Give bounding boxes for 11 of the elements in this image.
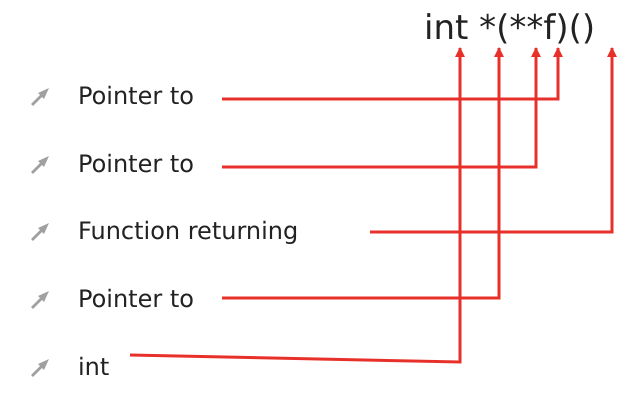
list-item-text: Pointer to [78, 81, 194, 111]
leader-line [222, 47, 541, 168]
leader-line [222, 47, 504, 300]
list-item-text: Pointer to [78, 149, 194, 179]
leader-line [130, 47, 465, 364]
list-item-text: Function returning [78, 216, 298, 246]
leader-line [222, 47, 563, 100]
list-item-text: Pointer to [78, 284, 194, 314]
list-item-text: int [78, 352, 110, 382]
declaration-code: int *(**f)() [424, 8, 596, 48]
leader-line [370, 47, 617, 234]
